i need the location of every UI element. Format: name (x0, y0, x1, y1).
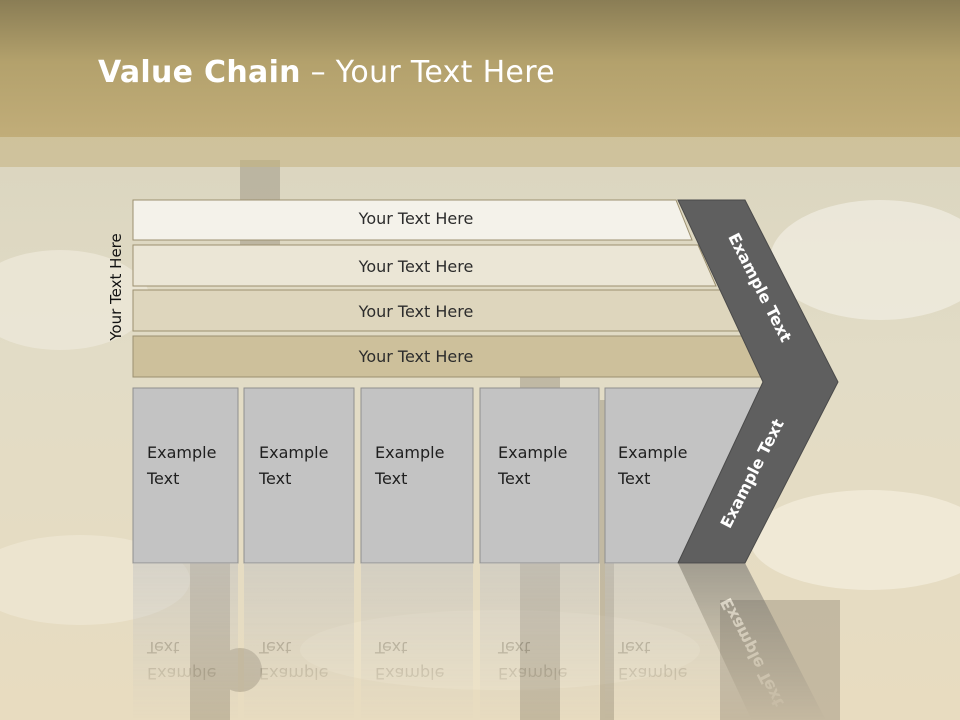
box-4 (479, 387, 600, 564)
box-5-line1: Example (618, 443, 687, 462)
row-1 (132, 199, 693, 241)
header-band (0, 137, 960, 167)
box-1 (132, 387, 239, 564)
box-4-line2: Text (497, 469, 530, 488)
box-3-reflection-line1: Example (375, 664, 444, 683)
box-5-reflection (605, 563, 754, 720)
diagram-reflection: Example Text Example Text Example Text E… (133, 563, 826, 720)
box-1-line2: Text (146, 469, 179, 488)
box-2 (243, 387, 355, 564)
box-2-line1: Example (259, 443, 328, 462)
box-3-reflection-line2: Text (374, 638, 407, 657)
row-1-label: Your Text Here (358, 209, 474, 228)
chevron-reflection (678, 563, 826, 720)
box-5-line2: Text (617, 469, 650, 488)
title-bold: Value Chain (98, 55, 301, 90)
box-3-line1: Example (375, 443, 444, 462)
box-2-line2: Text (258, 469, 291, 488)
box-4-reflection (480, 563, 599, 720)
box-2-reflection-line2: Text (258, 638, 291, 657)
box-3 (360, 387, 474, 564)
header-bar (0, 0, 960, 137)
row-3-label: Your Text Here (358, 302, 474, 321)
row-2 (132, 244, 717, 287)
box-4-reflection-line1: Example (498, 664, 567, 683)
box-3-line2: Text (374, 469, 407, 488)
row-4-label: Your Text Here (358, 347, 474, 366)
box-1-reflection (133, 563, 238, 720)
box-1-reflection-line2: Text (146, 638, 179, 657)
box-2-reflection-line1: Example (259, 664, 328, 683)
box-2-reflection (244, 563, 354, 720)
box-5-reflection-line1: Example (618, 664, 687, 683)
row-2-label: Your Text Here (358, 257, 474, 276)
box-3-reflection (361, 563, 473, 720)
title-rest: – Your Text Here (300, 55, 555, 90)
box-4-line1: Example (498, 443, 567, 462)
slide-title: Value Chain – Your Text Here (98, 55, 555, 90)
box-5-reflection-line2: Text (617, 638, 650, 657)
box-1-reflection-line1: Example (147, 664, 216, 683)
box-4-reflection-line2: Text (497, 638, 530, 657)
box-1-line1: Example (147, 443, 216, 462)
